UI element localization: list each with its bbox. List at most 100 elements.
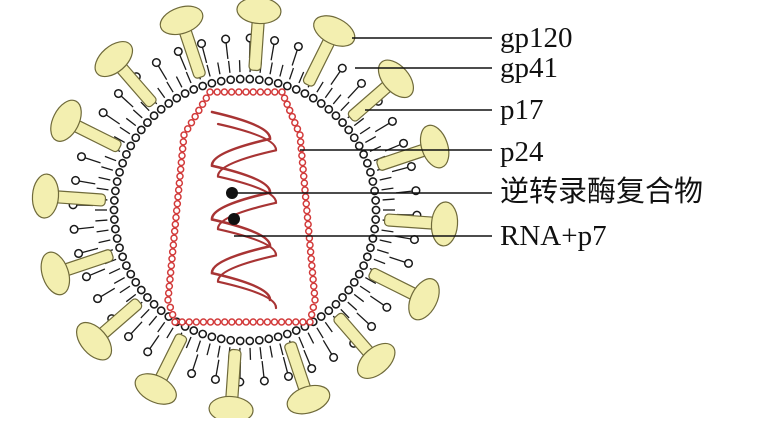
lipid-tail bbox=[101, 167, 112, 170]
capsid-bead bbox=[178, 166, 184, 172]
lipid-head bbox=[271, 37, 279, 45]
lipid-head bbox=[212, 376, 220, 384]
lipid-head bbox=[285, 373, 293, 381]
capsid-bead bbox=[172, 319, 178, 325]
lipid-head bbox=[72, 177, 80, 185]
lipid-tail bbox=[299, 72, 304, 83]
lipid-head bbox=[308, 365, 316, 373]
capsid-bead bbox=[264, 319, 270, 325]
lipid-head bbox=[383, 303, 391, 311]
capsid-bead bbox=[167, 276, 173, 282]
lipid-head bbox=[218, 78, 225, 85]
lipid-tail bbox=[126, 118, 135, 125]
lipid-tail bbox=[323, 340, 331, 354]
lipid-head bbox=[325, 307, 332, 314]
lipid-tail bbox=[290, 68, 294, 79]
capsid-bead bbox=[301, 180, 307, 186]
lipid-head bbox=[99, 109, 107, 117]
lipid-head bbox=[408, 163, 416, 171]
label-gp120: gp120 bbox=[500, 22, 573, 54]
envelope-spike bbox=[31, 173, 107, 222]
lipid-head bbox=[150, 112, 157, 119]
lipid-tail bbox=[131, 322, 142, 334]
lipid-tail bbox=[186, 337, 191, 348]
capsid-bead bbox=[171, 235, 177, 241]
lipid-head bbox=[356, 142, 363, 149]
capsid-bead bbox=[303, 194, 309, 200]
lipid-head bbox=[405, 260, 413, 268]
label-gp41: gp41 bbox=[500, 52, 558, 84]
lipid-head bbox=[369, 178, 376, 185]
capsid-bead bbox=[306, 228, 312, 234]
lipid-head bbox=[372, 216, 379, 223]
capsid-bead bbox=[297, 132, 303, 138]
lipid-tail bbox=[207, 65, 210, 77]
gp120-cap bbox=[36, 248, 75, 298]
capsid-bead bbox=[179, 319, 185, 325]
lipid-tail bbox=[262, 361, 264, 377]
lipid-tail bbox=[150, 335, 159, 348]
lipid-head bbox=[144, 294, 151, 301]
lipid-tail bbox=[99, 240, 111, 243]
capsid-bead bbox=[298, 146, 304, 152]
capsid-bead bbox=[309, 312, 315, 318]
capsid-p24 bbox=[165, 89, 318, 325]
label-p17: p17 bbox=[500, 94, 544, 126]
lipid-head bbox=[246, 75, 253, 82]
lipid-head bbox=[114, 235, 121, 242]
lipid-tail bbox=[354, 294, 363, 301]
capsid-bead bbox=[236, 319, 242, 325]
capsid-bead bbox=[181, 132, 187, 138]
lipid-tail bbox=[360, 127, 370, 134]
lipid-head bbox=[400, 139, 408, 147]
lipid-tail bbox=[283, 357, 287, 372]
capsid-bead bbox=[308, 256, 314, 262]
lipid-tail bbox=[114, 278, 124, 284]
capsid-bead bbox=[286, 319, 292, 325]
lipid-tail bbox=[109, 269, 120, 274]
capsid-bead bbox=[271, 319, 277, 325]
lipid-tail bbox=[203, 47, 207, 62]
capsid-bead bbox=[166, 283, 172, 289]
lipid-head bbox=[150, 301, 157, 308]
reverse-transcriptase-dot bbox=[228, 213, 240, 225]
lipid-tail bbox=[82, 248, 97, 252]
lipid-head bbox=[208, 80, 215, 87]
lipid-head bbox=[218, 335, 225, 342]
capsid-bead bbox=[166, 290, 172, 296]
capsid-bead bbox=[298, 139, 304, 145]
lipid-head bbox=[227, 337, 234, 344]
envelope-spike bbox=[157, 1, 222, 84]
lipid-head bbox=[318, 100, 325, 107]
lipid-head bbox=[275, 80, 282, 87]
capsid-bead bbox=[180, 139, 186, 145]
lipid-head bbox=[301, 90, 308, 97]
lipid-tail bbox=[331, 71, 340, 84]
gp120-cap bbox=[309, 10, 360, 53]
capsid-bead bbox=[203, 95, 209, 101]
lipid-tail bbox=[317, 328, 323, 338]
lipid-tail bbox=[193, 354, 198, 369]
lipid-tail bbox=[392, 168, 407, 172]
lipid-head bbox=[261, 377, 269, 385]
capsid-bead bbox=[168, 263, 174, 269]
lipid-head bbox=[295, 43, 303, 51]
lipid-head bbox=[364, 253, 371, 260]
lipid-tail bbox=[382, 188, 394, 190]
capsid-bead bbox=[170, 242, 176, 248]
lipid-head bbox=[227, 76, 234, 83]
lipid-tail bbox=[380, 240, 392, 243]
lipid-head bbox=[127, 142, 134, 149]
gp120-cap bbox=[415, 122, 454, 172]
label-rna-p7: RNA+p7 bbox=[500, 220, 607, 252]
lipid-tail bbox=[226, 43, 228, 59]
lipid-head bbox=[318, 313, 325, 320]
lipid-head bbox=[115, 90, 123, 98]
capsid-bead bbox=[229, 89, 235, 95]
lipid-tail bbox=[360, 286, 370, 293]
lipid-tail bbox=[105, 156, 116, 160]
lipid-tail bbox=[95, 220, 107, 221]
capsid-bead bbox=[309, 263, 315, 269]
lipid-tail bbox=[158, 88, 165, 98]
lipid-tail bbox=[197, 341, 201, 352]
